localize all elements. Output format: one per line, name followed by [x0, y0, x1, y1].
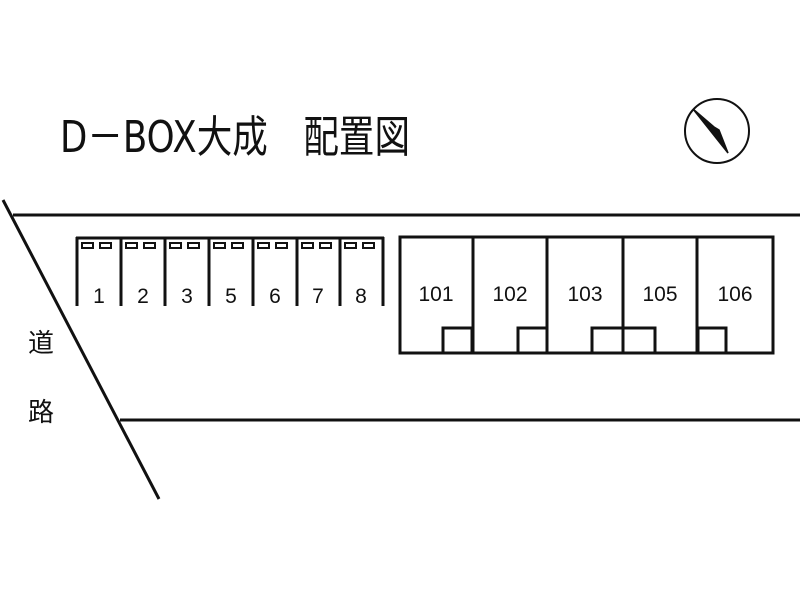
unit-label: 105	[642, 283, 677, 306]
page-title: D－BOX大成 配置図	[60, 112, 410, 163]
unit-label: 103	[567, 283, 602, 306]
building: 101 102 103 105 106	[398, 235, 775, 355]
north-arrow-icon	[684, 98, 750, 164]
road-edge	[1, 199, 161, 500]
parking-space-label: 5	[225, 285, 237, 308]
road-label-2: 路	[28, 398, 54, 428]
unit-label: 106	[717, 283, 752, 306]
unit-label: 102	[492, 283, 527, 306]
parking-area: 1 2 3 5 6 7 8	[75, 236, 385, 308]
road-label-1: 道	[28, 329, 54, 359]
parking-space-label: 6	[269, 285, 281, 308]
parking-space-label: 2	[137, 285, 149, 308]
parking-space-label: 7	[312, 285, 324, 308]
unit-label: 101	[418, 283, 453, 306]
parking-space-label: 8	[355, 285, 367, 308]
parking-space-label: 3	[181, 285, 193, 308]
parking-space-label: 1	[93, 285, 105, 308]
